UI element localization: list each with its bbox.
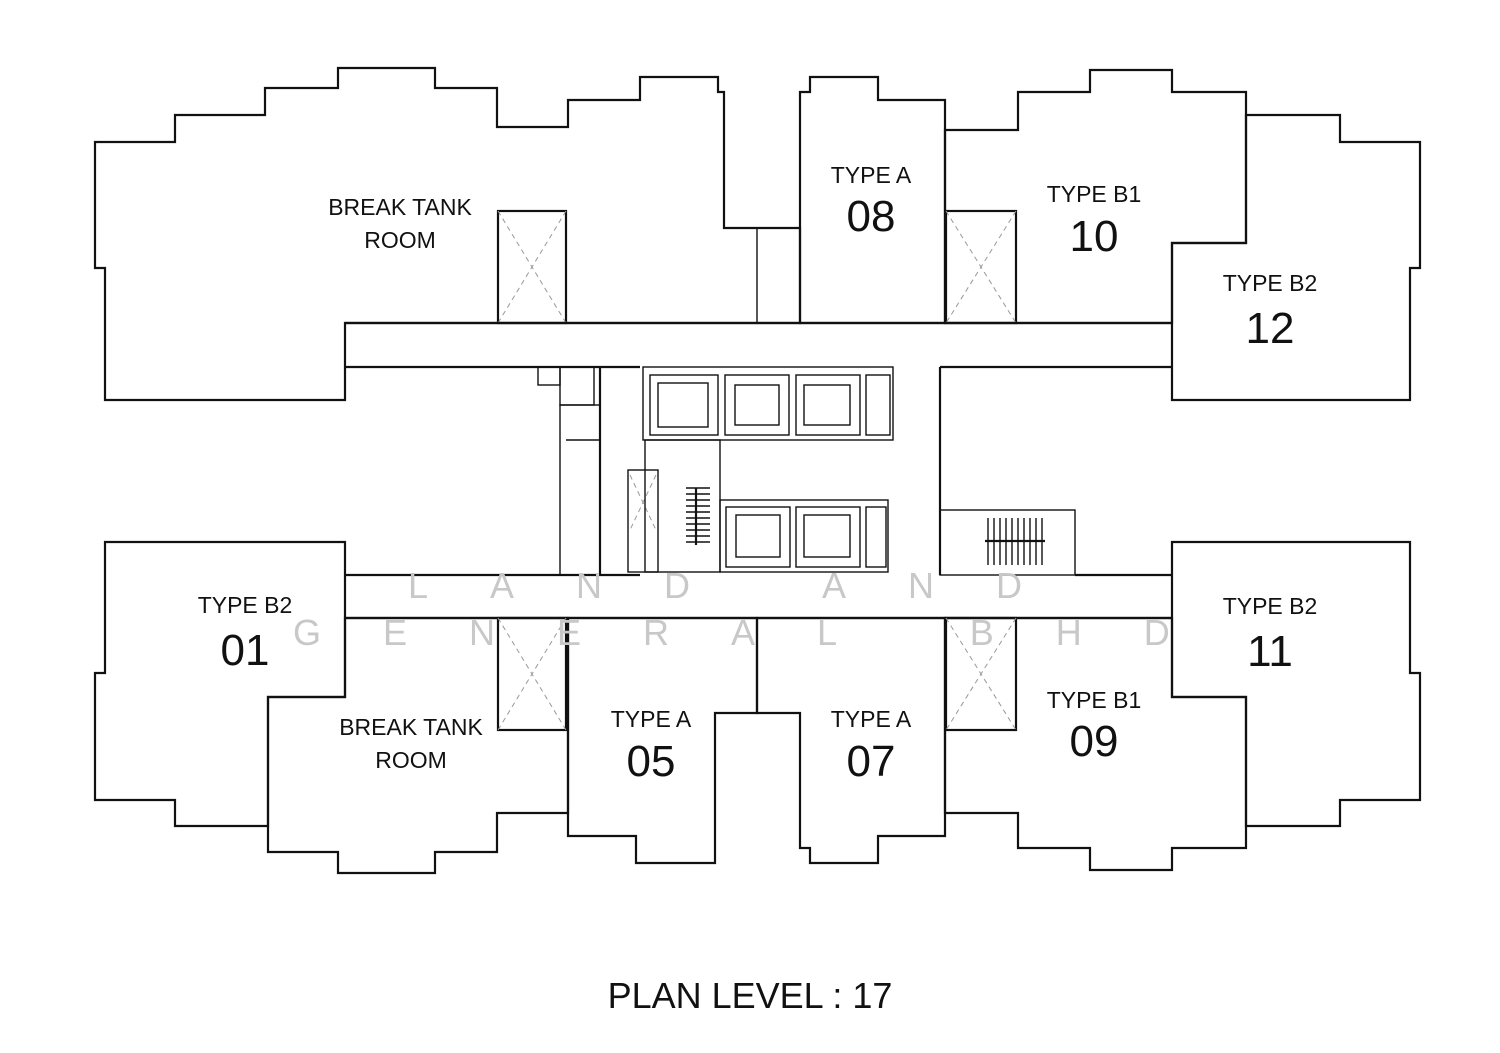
unit-05-number: 05 bbox=[627, 737, 676, 786]
bottom-break-tank-label-line2: ROOM bbox=[375, 747, 447, 773]
unit-08-type: TYPE A bbox=[831, 162, 912, 188]
unit-12-outline bbox=[1170, 113, 1422, 402]
unit-07-number: 07 bbox=[847, 737, 896, 786]
unit-09-number: 09 bbox=[1070, 717, 1119, 766]
unit-11-outline bbox=[1170, 540, 1422, 828]
bottom-break-tank-outline bbox=[266, 616, 570, 875]
bottom-left-shaft bbox=[496, 616, 568, 732]
watermark-line2: GENERAL BHD bbox=[293, 612, 1232, 653]
plan-title: PLAN LEVEL : 17 bbox=[607, 975, 893, 1016]
unit-12-number: 12 bbox=[1246, 304, 1295, 353]
top-break-tank-label-line2: ROOM bbox=[364, 227, 436, 253]
bottom-right-shaft bbox=[944, 616, 1018, 732]
unit-12-type: TYPE B2 bbox=[1223, 270, 1318, 296]
unit-01-outline bbox=[93, 540, 347, 828]
unit-01-type: TYPE B2 bbox=[198, 592, 293, 618]
unit-05-type: TYPE A bbox=[611, 706, 692, 732]
unit-10-number: 10 bbox=[1070, 212, 1119, 261]
unit-11-number: 11 bbox=[1247, 627, 1293, 676]
top-left-block-outline bbox=[93, 66, 802, 402]
top-break-tank-label-line1: BREAK TANK bbox=[328, 194, 472, 220]
core-staircase-right bbox=[938, 367, 1076, 576]
unit-07-type: TYPE A bbox=[831, 706, 912, 732]
unit-08-number: 08 bbox=[847, 192, 896, 241]
bottom-break-tank-label-line1: BREAK TANK bbox=[339, 714, 483, 740]
unit-10-type: TYPE B1 bbox=[1047, 181, 1142, 207]
unit-11-type: TYPE B2 bbox=[1223, 593, 1318, 619]
unit-01-number: 01 bbox=[221, 626, 270, 675]
core-lift-lobby bbox=[537, 366, 894, 576]
unit-09-type: TYPE B1 bbox=[1047, 687, 1142, 713]
watermark-line1: LAND AND bbox=[408, 565, 1084, 606]
